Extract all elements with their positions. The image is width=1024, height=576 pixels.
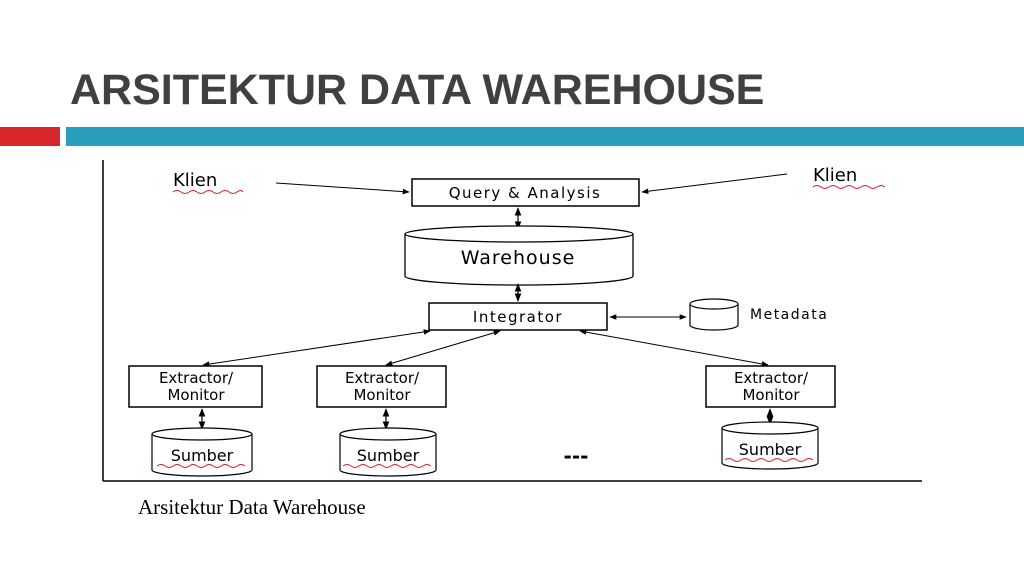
extractor-monitor-box-1 (128, 365, 263, 408)
extractor-1-line-1: Extractor/ (159, 369, 234, 387)
integrator-label: Integrator (473, 308, 563, 326)
extractor-2-line-1: Extractor/ (345, 369, 420, 387)
metadata-cylinder (689, 298, 739, 331)
arrow-client-right-to-query (641, 173, 788, 195)
spellcheck-underline (812, 185, 886, 189)
title-accent-bar-blue (66, 127, 1024, 146)
extractor-3-line-2: Monitor (742, 386, 800, 404)
more-sources-ellipsis: --- (564, 444, 589, 468)
title-accent-bar-red (0, 127, 60, 146)
spellcheck-underline (172, 190, 244, 194)
diagram-caption: Arsitektur Data Warehouse (138, 495, 366, 519)
source-cylinder-1 (151, 427, 253, 477)
arrow-integrator-extractor-1 (202, 329, 431, 367)
source-1-label: Sumber (171, 446, 234, 465)
integrator-box (428, 302, 608, 331)
query-analysis-label: Query & Analysis (449, 184, 602, 202)
extractor-3-line-1: Extractor/ (734, 369, 809, 387)
query-analysis-box (411, 178, 640, 207)
arrow-integrator-extractor-2 (385, 330, 501, 366)
extractor-1-line-2: Monitor (167, 386, 225, 404)
spellcheck-underline (342, 464, 432, 468)
extractor-monitor-box-2 (316, 365, 447, 408)
client-right-label: Klien (813, 165, 857, 186)
client-left-label: Klien (173, 170, 217, 191)
extractor-monitor-box-3 (705, 365, 836, 408)
slide-title: ARSITEKTUR DATA WAREHOUSE (70, 66, 765, 114)
spellcheck-underline (156, 464, 246, 468)
source-3-label: Sumber (739, 440, 802, 459)
source-cylinder-2 (339, 427, 437, 477)
metadata-label: Metadata (750, 307, 828, 323)
spellcheck-underline (724, 458, 814, 462)
warehouse-cylinder (404, 225, 634, 286)
arrow-client-left-to-query (275, 182, 410, 195)
source-2-label: Sumber (357, 446, 420, 465)
arrow-integrator-extractor-3 (579, 329, 769, 367)
warehouse-label: Warehouse (461, 247, 576, 269)
extractor-2-line-2: Monitor (353, 386, 411, 404)
